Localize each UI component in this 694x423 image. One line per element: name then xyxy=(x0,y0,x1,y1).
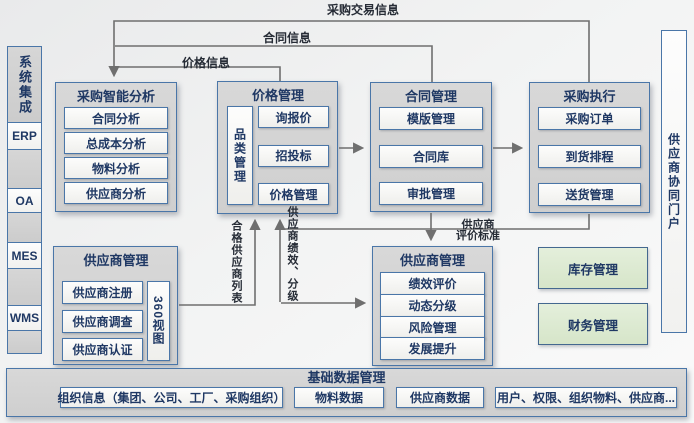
module-price-management: 价格管理 品类管理 询报价 招投标 价格管理 xyxy=(217,81,338,214)
module-title: 采购智能分析 xyxy=(76,89,155,104)
item-material-analysis: 物料分析 xyxy=(64,157,168,179)
flow-label-price-info: 价格信息 xyxy=(181,56,230,70)
item-supplier-data: 供应商数据 xyxy=(396,387,484,408)
module-base-data-management: 基础数据管理 组织信息（集团、公司、工厂、采购组织） 物料数据 供应商数据 用户… xyxy=(6,368,687,417)
module-supplier-management-lifecycle: 供应商管理 供应商注册 供应商调查 供应商认证 360视图 xyxy=(53,246,178,365)
item-development-improvement: 发展提升 xyxy=(380,337,485,361)
module-inventory-management: 库存管理 xyxy=(538,247,648,289)
item-total-cost-analysis: 总成本分析 xyxy=(64,132,168,154)
module-title: 供应商管理 xyxy=(83,253,149,268)
supplier-evaluation-standard-line2: 评价标准 xyxy=(456,230,500,242)
flow-label-supplier-evaluation-standard: 供应商 评价标准 xyxy=(450,220,506,242)
flow-label-supplier-performance-grading: 供应商绩效、分级 xyxy=(286,206,298,302)
item-performance-evaluation: 绩效评价 xyxy=(380,272,485,295)
module-contract-management: 合同管理 模版管理 合同库 审批管理 xyxy=(370,82,492,212)
item-supplier-certification: 供应商认证 xyxy=(62,338,143,361)
line-contract-info xyxy=(115,45,433,82)
item-material-data: 物料数据 xyxy=(294,387,384,408)
sidebar-item-oa: OA xyxy=(7,188,42,213)
item-360-view: 360视图 xyxy=(147,281,170,361)
line-execution-to-junction xyxy=(281,214,590,230)
sidebar-spacer xyxy=(7,330,42,354)
left-sidebar: 系统集成 ERP OA MES WMS xyxy=(7,46,42,354)
sidebar-item-wms: WMS xyxy=(7,305,42,331)
item-arrival-scheduling: 到货排程 xyxy=(538,145,641,168)
item-template-management: 模版管理 xyxy=(379,107,483,130)
item-organization-info: 组织信息（集团、公司、工厂、采购组织） xyxy=(58,387,286,408)
module-supplier-management-evaluation: 供应商管理 绩效评价 动态分级 风险管理 发展提升 xyxy=(372,246,493,366)
flow-label-qualified-supplier-list: 合格供应商列表 xyxy=(230,220,242,304)
flow-label-purchase-transaction-info: 采购交易信息 xyxy=(326,3,399,17)
left-sidebar-title: 系统集成 xyxy=(7,46,42,123)
item-bidding: 招投标 xyxy=(258,144,329,167)
sidebar-item-erp: ERP xyxy=(7,122,42,150)
item-approval-management: 审批管理 xyxy=(379,182,483,205)
module-title: 基础数据管理 xyxy=(307,370,386,385)
item-contract-analysis: 合同分析 xyxy=(64,107,168,129)
item-user-permission-data: 用户、权限、组织物料、供应商... xyxy=(495,387,677,408)
item-supplier-registration: 供应商注册 xyxy=(62,281,143,304)
sidebar-spacer xyxy=(7,268,42,306)
module-title: 合同管理 xyxy=(404,89,457,104)
item-dynamic-grading: 动态分级 xyxy=(380,293,485,317)
sidebar-spacer xyxy=(7,149,42,189)
item-rfq: 询报价 xyxy=(258,106,329,128)
sidebar-item-mes: MES xyxy=(7,242,42,269)
sidebar-spacer xyxy=(7,212,42,243)
item-supplier-analysis: 供应商分析 xyxy=(64,182,168,204)
arrow-purchase-transaction-info xyxy=(108,20,590,82)
module-procurement-execution: 采购执行 采购订单 到货排程 送货管理 xyxy=(529,82,650,213)
flow-label-contract-info: 合同信息 xyxy=(262,31,311,45)
module-title: 价格管理 xyxy=(251,88,304,103)
right-sidebar-supplier-portal: 供应商协同门户 xyxy=(661,30,687,333)
item-delivery-management: 送货管理 xyxy=(538,183,641,206)
arrow-qualified-list-to-price xyxy=(179,218,261,306)
item-price-management: 价格管理 xyxy=(258,183,329,205)
module-title: 供应商管理 xyxy=(399,253,465,268)
item-supplier-survey: 供应商调查 xyxy=(62,309,143,333)
item-category-management: 品类管理 xyxy=(227,106,253,205)
item-risk-management: 风险管理 xyxy=(380,315,485,339)
module-finance-management: 财务管理 xyxy=(538,303,648,345)
item-purchase-order: 采购订单 xyxy=(538,107,641,130)
item-contract-repository: 合同库 xyxy=(379,144,483,168)
module-procurement-analysis: 采购智能分析 合同分析 总成本分析 物料分析 供应商分析 xyxy=(55,82,177,212)
module-title: 采购执行 xyxy=(563,89,616,104)
